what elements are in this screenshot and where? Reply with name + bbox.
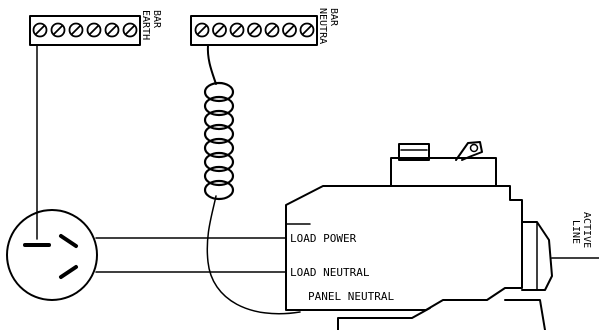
neutral-bar-screw xyxy=(247,22,262,38)
load-neutral-label: LOAD NEUTRAL xyxy=(290,266,370,279)
neutral-bar-screw xyxy=(282,22,297,38)
load-power-label: LOAD POWER xyxy=(290,232,357,245)
earth-bar-screw-slot xyxy=(52,24,64,36)
neutral-bar-screw-slot xyxy=(266,24,278,36)
earth-bar: EARTH BAR xyxy=(29,10,162,46)
neutral-bar-screw xyxy=(264,22,280,38)
earth-bar-screw xyxy=(68,22,84,38)
earth-bar-screw-slot xyxy=(88,24,100,36)
earth-bar-screw-slot xyxy=(106,24,118,36)
neutral-bar-screw xyxy=(299,22,315,38)
neutral-bar-screw-slot xyxy=(231,24,243,36)
coil-loop xyxy=(203,137,235,159)
earth-bar-screw xyxy=(32,22,48,38)
neutral-bar-screw xyxy=(194,22,210,38)
coil-loop xyxy=(203,109,235,131)
coil-loop xyxy=(203,151,235,173)
coil-loop xyxy=(203,179,235,201)
neutral-bar-screw-slot xyxy=(301,24,313,36)
neutral-bar-screw xyxy=(229,22,245,38)
earth-bar-screw-slot xyxy=(70,24,82,36)
protection-device: LOAD POWER LOAD NEUTRAL PANEL NEUTRAL xyxy=(285,141,599,330)
earth-bar-screw xyxy=(86,22,102,38)
earth-bar-screw-slot xyxy=(124,24,136,36)
earth-bar-screw-slot xyxy=(34,24,46,36)
earth-bar-label-line1: EARTH xyxy=(140,10,151,40)
outlet-socket xyxy=(6,209,98,301)
coil-loop xyxy=(203,123,235,145)
coil-loop xyxy=(203,165,235,187)
neutral-bar-screw-slot xyxy=(214,24,225,36)
neutral-bar: NEUTRA BAR xyxy=(190,8,339,46)
coil-loop xyxy=(203,95,235,117)
coil-loop xyxy=(203,81,235,103)
earth-bar-screw xyxy=(104,22,120,38)
neutral-bar-label-line2: BAR xyxy=(328,8,339,27)
earth-bar-screws xyxy=(32,22,138,38)
neutral-bar-screws xyxy=(194,22,315,38)
coiled-neutral-wire xyxy=(203,44,301,315)
line-active-label-line1: LINE xyxy=(570,220,581,244)
line-active-label-line2: ACTIVE xyxy=(581,212,592,248)
earth-bar-screw xyxy=(122,22,138,38)
neutral-bar-screw-slot xyxy=(284,24,295,36)
earth-bar-label-line2: BAR xyxy=(151,10,162,29)
neutral-bar-screw-slot xyxy=(249,24,260,36)
panel-neutral-label: PANEL NEUTRAL xyxy=(308,290,394,303)
neutral-bar-screw-slot xyxy=(196,24,208,36)
neutral-bar-screw xyxy=(212,22,227,38)
earth-bar-screw xyxy=(50,22,66,38)
neutral-bar-label-line1: NEUTRA xyxy=(317,8,328,44)
